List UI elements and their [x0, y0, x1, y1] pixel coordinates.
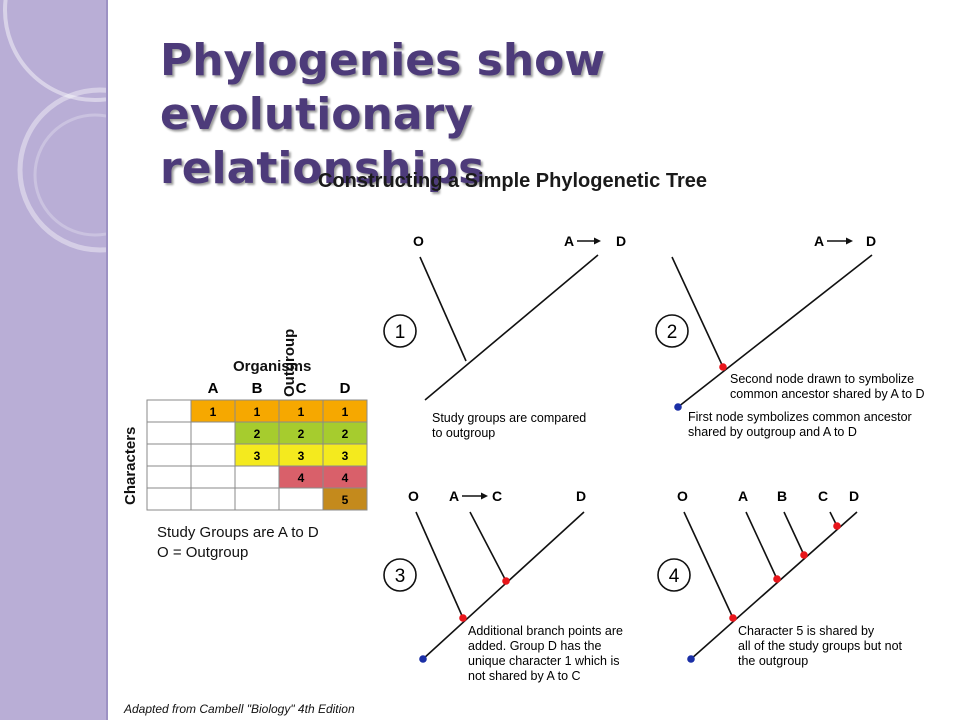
panel4-label-b: B: [777, 488, 787, 504]
panel3-label-d: D: [576, 488, 586, 504]
panel2-root-icon: [674, 403, 682, 411]
matrix-cell-value: 1: [254, 405, 261, 419]
panel2-node-2-icon: [719, 363, 727, 371]
matrix-cell-value: 1: [298, 405, 305, 419]
panel4-label-o: O: [677, 488, 688, 504]
matrix-cell: [234, 487, 280, 511]
panel3-step-number: 3: [395, 566, 406, 587]
column-header-d: D: [340, 380, 351, 397]
panel3-root-icon: [419, 655, 427, 663]
panel3-caption-4: not shared by A to C: [468, 669, 581, 683]
tree-panel-2: A D 2 Second node drawn to symbolize com…: [655, 233, 925, 439]
panel4-node-2-icon: [773, 575, 781, 583]
panel4-step-number-icon: [657, 558, 691, 592]
matrix-cell: [190, 487, 236, 511]
column-header-c: C: [296, 380, 307, 397]
panel3-caption-1: Additional branch points are: [468, 624, 623, 638]
matrix-cell: [146, 465, 192, 489]
panel1-label-d: D: [616, 233, 626, 249]
matrix-cell-value: 3: [254, 449, 261, 463]
matrix-cell-value: 1: [342, 405, 349, 419]
panel3-node-ad-icon: [459, 614, 467, 622]
panel4-caption-2: all of the study groups but not: [738, 639, 903, 653]
panel2-step-number: 2: [667, 322, 678, 343]
matrix-cell: [146, 421, 192, 445]
panel2-step-number-icon: [655, 314, 689, 348]
panel1-caption-2: to outgroup: [432, 426, 495, 440]
matrix-cell-value: 2: [342, 427, 349, 441]
matrix-cell-value: 3: [342, 449, 349, 463]
panel2-caption-top-1: Second node drawn to symbolize: [730, 372, 914, 386]
panel2-label-a: A: [814, 233, 824, 249]
column-header-a: A: [208, 380, 219, 397]
panel3-node-ac-icon: [502, 577, 510, 585]
matrix-cell: [190, 465, 236, 489]
panel4-node-4-icon: [833, 522, 841, 530]
title-line-2: relationships: [160, 143, 485, 194]
tree-panel-4: O A B C D 4 Character 5 is shared by all…: [657, 488, 903, 668]
matrix-cell-value: 4: [298, 471, 305, 485]
panel4-node-1-icon: [729, 614, 737, 622]
panel4-node-3-icon: [800, 551, 808, 559]
title-line-1: Phylogenies show evolutionary: [160, 35, 606, 140]
panel4-step-number: 4: [669, 566, 680, 587]
matrix-cell: [146, 443, 192, 467]
matrix-cell: [190, 443, 236, 467]
panel1-step-number-icon: [383, 314, 417, 348]
matrix-cell-value: 2: [298, 427, 305, 441]
panel2-caption-bottom-2: shared by outgroup and A to D: [688, 425, 857, 439]
characters-label: Characters: [122, 427, 139, 505]
panel3-label-a: A: [449, 488, 459, 504]
panel1-arrow-icon: [577, 237, 601, 245]
panel4-root-icon: [687, 655, 695, 663]
matrix-cell-value: 3: [298, 449, 305, 463]
matrix-cell-value: 1: [210, 405, 217, 419]
sidebar-decoration: [0, 0, 106, 720]
decorative-circles: [3, 0, 106, 253]
matrix-cell: [322, 487, 368, 511]
panel3-label-c: C: [492, 488, 502, 504]
panel3-step-number-icon: [383, 558, 417, 592]
panel4-caption-3: the outgroup: [738, 654, 808, 668]
panel1-label-a: A: [564, 233, 574, 249]
organisms-label: Organisms: [233, 358, 311, 375]
figure-title: Constructing a Simple Phylogenetic Tree: [318, 170, 707, 192]
panel4-label-a: A: [738, 488, 748, 504]
panel3-arrow-icon: [462, 492, 488, 500]
panel3-label-o: O: [408, 488, 419, 504]
panel3-caption-3: unique character 1 which is: [468, 654, 619, 668]
panel1-step-number: 1: [395, 322, 406, 343]
panel3-caption-2: added. Group D has the: [468, 639, 601, 653]
tree-panel-1: O A D 1 Study groups are compared to out…: [383, 233, 626, 440]
matrix-cell: [190, 421, 236, 445]
panel2-caption-bottom-1: First node symbolizes common ancestor: [688, 410, 912, 424]
page-title: Phylogenies show evolutionary relationsh…: [160, 34, 920, 196]
panel4-label-d: D: [849, 488, 859, 504]
panel4-caption-1: Character 5 is shared by: [738, 624, 875, 638]
panel2-arrow-icon: [827, 237, 853, 245]
panel1-caption-1: Study groups are compared: [432, 411, 586, 425]
character-matrix: Outgroup Organisms Characters A B C D 1 1 1 1 2…: [122, 329, 368, 561]
panel2-caption-top-2: common ancestor shared by A to D: [730, 387, 925, 401]
matrix-cell-value: 2: [254, 427, 261, 441]
panel1-label-o: O: [413, 233, 424, 249]
tree-panel-3: O A C D 3 Additional branch points are a…: [383, 488, 623, 683]
matrix-cell: [146, 399, 192, 423]
panel4-label-c: C: [818, 488, 828, 504]
column-header-b: B: [252, 380, 263, 397]
matrix-cell: [146, 487, 192, 511]
matrix-cell-value: 5: [342, 493, 349, 507]
panel2-label-d: D: [866, 233, 876, 249]
matrix-note-2: O = Outgroup: [157, 544, 248, 561]
matrix-note-1: Study Groups are A to D: [157, 524, 319, 541]
matrix-cell: [278, 487, 324, 511]
matrix-cell: [234, 465, 280, 489]
matrix-cell-value: 4: [342, 471, 349, 485]
outgroup-label: Outgroup: [281, 329, 298, 397]
source-credit: Adapted from Cambell "Biology" 4th Editi…: [124, 702, 355, 716]
sidebar-border: [106, 0, 108, 720]
